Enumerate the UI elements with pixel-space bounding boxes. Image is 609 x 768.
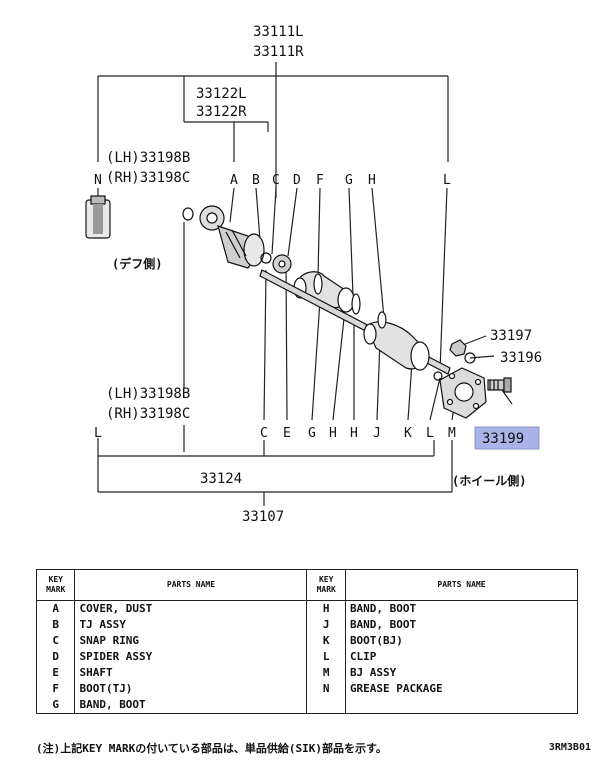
key-mark-top: F xyxy=(316,173,324,188)
key-mark-bottom: H xyxy=(329,426,337,441)
key-mark-top: C xyxy=(272,173,280,188)
label-33199: 33199 xyxy=(482,431,524,447)
parts-name-cell: BJ ASSY xyxy=(344,665,579,681)
key-mark-cell: F xyxy=(35,681,76,697)
parts-name-cell: BAND, BOOT xyxy=(344,600,579,617)
parts-name-cell: BAND, BOOT xyxy=(74,697,308,714)
key-mark-bottom: K xyxy=(404,426,412,441)
parts-name-cell: BOOT(BJ) xyxy=(344,633,579,649)
key-mark-cell: C xyxy=(35,633,76,649)
key-mark-cell: G xyxy=(35,697,76,714)
label-33122l: 33122L xyxy=(196,86,247,102)
parts-name-cell: TJ ASSY xyxy=(74,617,308,633)
parts-name-cell: BOOT(TJ) xyxy=(74,681,308,697)
key-mark-top: G xyxy=(345,173,353,188)
parts-name-cell: CLIP xyxy=(344,649,579,665)
key-mark-bottom: L xyxy=(426,426,434,441)
key-mark-top: H xyxy=(368,173,376,188)
label-wheel-side: (ホイール側) xyxy=(452,473,526,488)
highlight-33199 xyxy=(474,426,540,450)
key-mark-top: A xyxy=(230,173,238,188)
key-mark-cell: K xyxy=(306,633,346,649)
parts-name-cell: GREASE PACKAGE xyxy=(344,681,579,697)
header-key-mark: KEY MARK xyxy=(35,569,76,601)
figure-code: 3RM3B01 xyxy=(548,742,591,753)
label-33122r: 33122R xyxy=(196,104,247,120)
label-rh-33198c-top: (RH)33198C xyxy=(106,170,190,186)
key-mark-cell: E xyxy=(35,665,76,681)
label-lh-33198b-bottom: (LH)33198B xyxy=(106,386,190,402)
key-mark-bottom: E xyxy=(283,426,291,441)
key-mark-cell: L xyxy=(306,649,346,665)
key-mark-cell: B xyxy=(35,617,76,633)
key-mark-cell: M xyxy=(306,665,346,681)
key-mark-top: L xyxy=(443,173,451,188)
label-33196: 33196 xyxy=(500,350,542,366)
label-lh-33198b-top: (LH)33198B xyxy=(106,150,190,166)
parts-table: KEY MARK PARTS NAME KEY MARK PARTS NAME … xyxy=(35,569,579,714)
key-mark-bottom: C xyxy=(260,426,268,441)
key-mark-cell: H xyxy=(306,600,346,617)
key-mark-cell: D xyxy=(35,649,76,665)
key-mark-cell xyxy=(306,697,346,714)
key-mark-bottom: M xyxy=(448,426,456,441)
parts-name-cell: COVER, DUST xyxy=(74,600,308,617)
key-mark-cell: N xyxy=(306,681,346,697)
parts-name-cell xyxy=(344,697,579,714)
parts-name-cell: SHAFT xyxy=(74,665,308,681)
header-parts-name: PARTS NAME xyxy=(74,569,308,601)
key-mark-cell: J xyxy=(306,617,346,633)
label-33111l: 33111L xyxy=(253,24,304,40)
label-rh-33198c-bottom: (RH)33198C xyxy=(106,406,190,422)
footnote: (注)上記KEY MARKの付いている部品は、単品供給(SIK)部品を示す。 xyxy=(36,742,387,755)
key-mark-top: B xyxy=(252,173,260,188)
label-33111r: 33111R xyxy=(253,44,304,60)
parts-name-cell: BAND, BOOT xyxy=(344,617,579,633)
key-mark-top: D xyxy=(293,173,301,188)
parts-name-cell: SPIDER ASSY xyxy=(74,649,308,665)
key-mark-bottom: H xyxy=(350,426,358,441)
table-header-row: KEY MARK PARTS NAME KEY MARK PARTS NAME xyxy=(35,569,579,601)
label-33124: 33124 xyxy=(200,471,242,487)
header-key-mark: KEY MARK xyxy=(306,569,346,601)
driveshaft-exploded-diagram: 33111L 33111R 33122L 33122R (LH)33198B (… xyxy=(85,24,542,525)
label-diff-side: (デフ側) xyxy=(112,256,162,271)
header-parts-name: PARTS NAME xyxy=(344,569,579,601)
key-mark-cell: A xyxy=(35,600,76,617)
key-mark-bottom: J xyxy=(373,426,381,441)
label-33107: 33107 xyxy=(242,509,284,525)
key-mark-top: N xyxy=(94,173,102,188)
key-mark-bottom: G xyxy=(308,426,316,441)
parts-name-cell: SNAP RING xyxy=(74,633,308,649)
key-mark-bottom: L xyxy=(94,426,102,441)
label-33197: 33197 xyxy=(490,328,532,344)
